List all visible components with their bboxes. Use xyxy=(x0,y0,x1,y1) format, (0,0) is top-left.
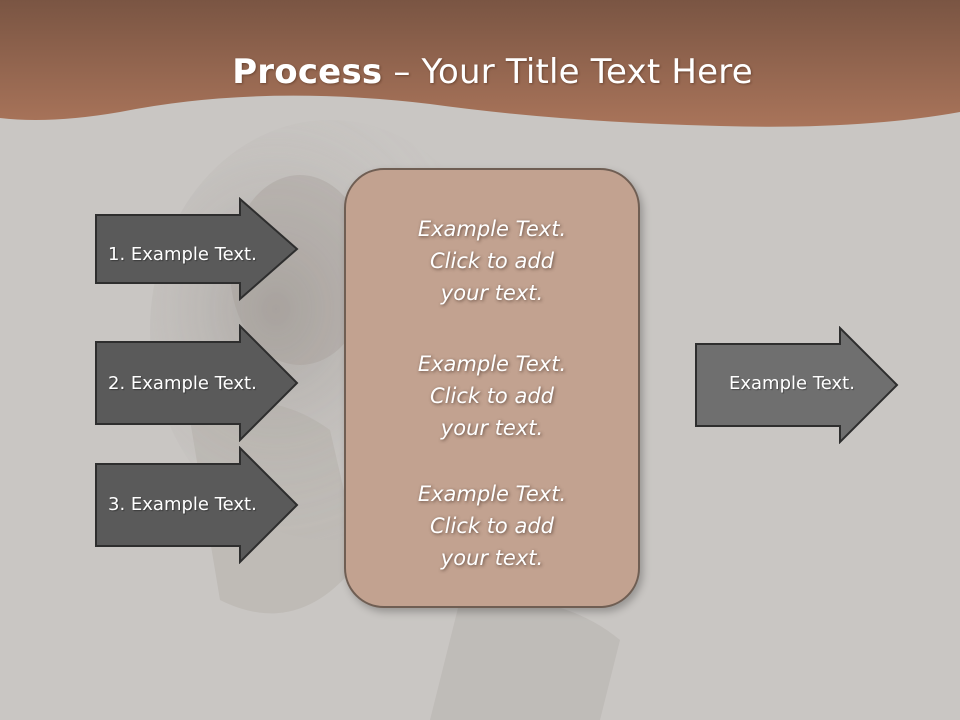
center-text-3-line-3: your text. xyxy=(440,546,544,570)
center-text-box[interactable] xyxy=(344,168,640,608)
arrow-shape-3[interactable] xyxy=(94,446,300,564)
center-text-2-line-3: your text. xyxy=(440,416,544,440)
header-band xyxy=(0,0,960,127)
center-text-1-line-1: Example Text. xyxy=(417,217,567,241)
center-text-1-line-3: your text. xyxy=(440,281,544,305)
arrow-shape-1[interactable] xyxy=(94,197,300,301)
center-text-2-line-1: Example Text. xyxy=(417,352,567,376)
arrow-label-2: 2. Example Text. xyxy=(108,373,257,394)
arrow-label-3: 3. Example Text. xyxy=(108,494,257,515)
center-text-2-line-2: Click to add xyxy=(429,384,554,408)
arrow-shape-2[interactable] xyxy=(94,324,300,442)
slide-title[interactable]: Process – Your Title Text Here xyxy=(0,52,960,92)
center-text-block-1: Example Text. Click to add your text. xyxy=(344,213,640,309)
right-arrow-label: Example Text. xyxy=(729,373,855,394)
title-rest: – Your Title Text Here xyxy=(382,52,753,92)
center-text-3-line-1: Example Text. xyxy=(417,482,567,506)
center-text-block-3: Example Text. Click to add your text. xyxy=(344,478,640,574)
center-text-3-line-2: Click to add xyxy=(429,514,554,538)
right-arrow-shape[interactable] xyxy=(694,326,900,444)
title-bold: Process xyxy=(232,52,383,92)
arrow-label-1: 1. Example Text. xyxy=(108,244,257,265)
center-text-1-line-2: Click to add xyxy=(429,249,554,273)
center-text-block-2: Example Text. Click to add your text. xyxy=(344,348,640,444)
